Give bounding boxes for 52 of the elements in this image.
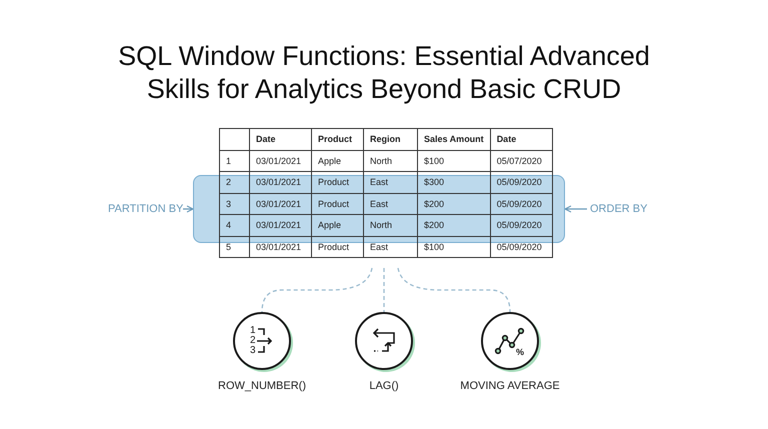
- row-number: 3: [220, 193, 250, 214]
- column-header: Date: [250, 128, 312, 150]
- table-cell: Product: [312, 193, 364, 214]
- table-cell: East: [364, 236, 418, 258]
- function-label: ROW_NUMBER(): [218, 380, 306, 392]
- partition-highlight: [193, 175, 565, 243]
- order-label: ORDER BY: [590, 203, 648, 215]
- table-cell: $200: [418, 193, 490, 214]
- table-cell: 05/09/2020: [490, 172, 552, 193]
- row-number: 1: [220, 150, 250, 172]
- column-header: Date: [490, 128, 552, 150]
- table-cell: $100: [418, 236, 490, 258]
- table-cell: 03/01/2021: [250, 193, 312, 214]
- table-cell: Product: [312, 172, 364, 193]
- table-cell: $300: [418, 172, 490, 193]
- table-cell: North: [364, 150, 418, 172]
- table-cell: 03/01/2021: [250, 214, 312, 236]
- arrow: [183, 205, 194, 213]
- table-cell: $100: [418, 150, 490, 172]
- dashed-connector: [261, 268, 373, 312]
- row-number: 2: [220, 172, 250, 193]
- percent-sign: %: [516, 347, 524, 357]
- table-cell: 05/07/2020: [490, 150, 552, 172]
- table-cell: 05/09/2020: [490, 214, 552, 236]
- table-cell: $200: [418, 214, 490, 236]
- dashed-connector: [397, 268, 511, 312]
- dashed-connector: [383, 268, 385, 312]
- function-label: LAG(): [369, 380, 399, 392]
- list-number: 3: [250, 345, 256, 356]
- table-cell: 05/09/2020: [490, 193, 552, 214]
- table-cell: East: [364, 172, 418, 193]
- arrow: [564, 205, 587, 213]
- table-cell: Apple: [312, 150, 364, 172]
- table-cell: Product: [312, 236, 364, 258]
- column-header: Region: [364, 128, 418, 150]
- table-cell: 05/09/2020: [490, 236, 552, 258]
- column-header: Sales Amount: [418, 128, 490, 150]
- title: SQL Window Functions: Essential Advanced Skills for Analytics Beyond Basic CRUD: [117, 40, 651, 106]
- table-cell: North: [364, 214, 418, 236]
- partition-label: PARTITION BY: [108, 203, 184, 215]
- table-cell: East: [364, 193, 418, 214]
- table-cell: 03/01/2021: [250, 150, 312, 172]
- list-number: 1: [250, 325, 256, 336]
- function-label: MOVING AVERAGE: [460, 380, 560, 392]
- table-cell: 03/01/2021: [250, 172, 312, 193]
- row-number: 5: [220, 236, 250, 258]
- data-table: [219, 128, 553, 258]
- row-number: 4: [220, 214, 250, 236]
- table-cell: Apple: [312, 214, 364, 236]
- column-header: Product: [312, 128, 364, 150]
- list-number: 2: [250, 335, 256, 346]
- table-cell: 03/01/2021: [250, 236, 312, 258]
